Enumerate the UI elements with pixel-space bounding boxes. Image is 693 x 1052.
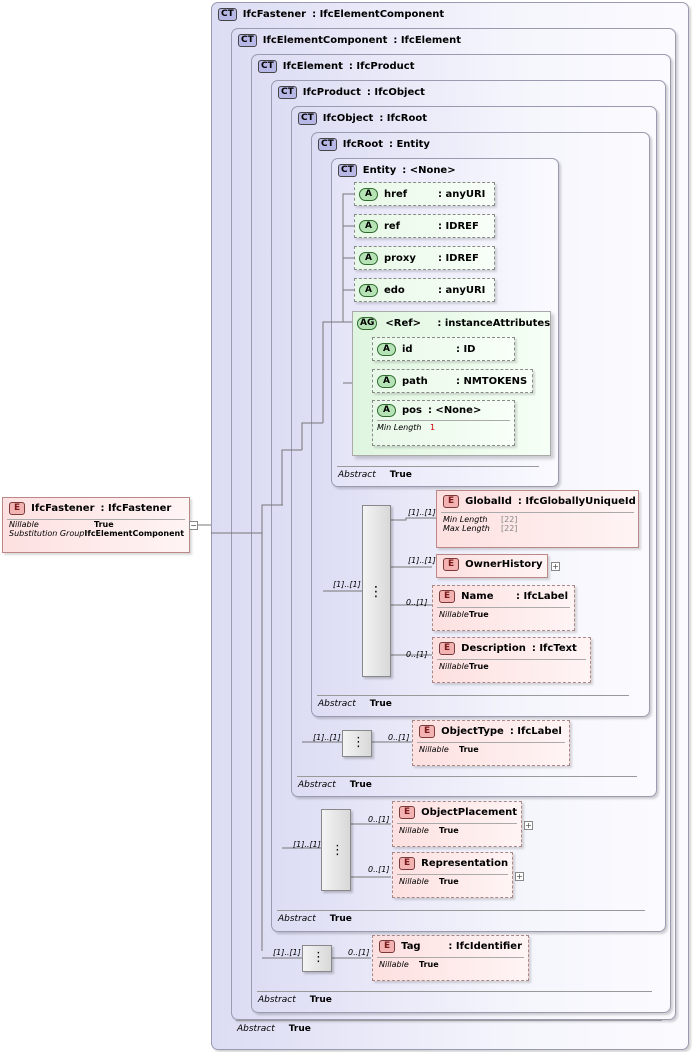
attribute-icon: A: [377, 404, 396, 417]
element-icon: E: [379, 940, 396, 953]
sequence-icon: ⋮: [369, 584, 383, 600]
card-product-seq: [1]..[1]: [293, 840, 321, 849]
card-description: 0..[1]: [406, 650, 428, 659]
expand-icon[interactable]: +: [524, 821, 533, 830]
card-representation: 0..[1]: [368, 865, 390, 874]
sequence-compositor[interactable]: ⋮: [302, 945, 332, 972]
element-name: IfcFastener: [31, 503, 95, 514]
type-base: : IfcProduct: [348, 61, 415, 72]
expand-icon[interactable]: +: [515, 872, 524, 881]
card-placement: 0..[1]: [368, 815, 390, 824]
separator: [317, 695, 629, 696]
sequence-compositor[interactable]: ⋮: [362, 505, 391, 677]
type-name: IfcElementComponent: [262, 35, 388, 46]
card-object-seq: [1]..[1]: [313, 733, 341, 742]
type-name: IfcObject: [322, 113, 374, 124]
separator: [236, 1020, 662, 1021]
card-ownerhistory: [1]..[1]: [408, 556, 436, 565]
element-icon: E: [443, 558, 460, 571]
attribute-icon: A: [359, 283, 378, 297]
type-base: : IfcElement: [393, 35, 461, 46]
complex-type-icon: CT: [218, 8, 237, 21]
element-type: : IfcFastener: [100, 503, 172, 514]
card-root-seq: [1]..[1]: [333, 580, 361, 589]
card-objecttype: 0..[1]: [388, 733, 410, 742]
sequence-icon: ⋮: [312, 950, 325, 965]
type-base: : Entity: [388, 139, 430, 150]
element-icon: E: [419, 725, 436, 738]
element-icon: E: [439, 642, 456, 655]
attribute-icon: A: [359, 187, 378, 201]
type-base: : IfcObject: [366, 87, 425, 98]
card-name: 0..[1]: [406, 598, 428, 607]
element-icon: E: [399, 806, 416, 819]
type-name: Entity: [362, 165, 397, 176]
complex-type-icon: CT: [298, 112, 317, 125]
separator: [277, 910, 645, 911]
attribute-icon: A: [359, 251, 378, 265]
card-element-seq: [1]..[1]: [273, 948, 301, 957]
type-base: : IfcElementComponent: [312, 9, 445, 20]
complex-type-icon: CT: [278, 86, 297, 99]
complex-type-icon: CT: [258, 60, 277, 73]
attribute-icon: A: [377, 374, 396, 388]
type-name: IfcRoot: [342, 139, 383, 150]
type-name: IfcFastener: [242, 9, 307, 20]
sequence-icon: ⋮: [331, 843, 344, 858]
complex-type-icon: CT: [338, 164, 357, 177]
element-icon: E: [439, 590, 456, 603]
separator: [337, 466, 539, 467]
separator: [297, 776, 637, 777]
attribute-icon: A: [377, 342, 396, 356]
type-name: IfcElement: [282, 61, 343, 72]
facet-min-length-value: 1: [430, 423, 436, 432]
card-globalid: [1]..[1]: [408, 508, 436, 517]
complex-type-icon: CT: [238, 34, 257, 47]
collapse-icon[interactable]: −: [189, 521, 198, 530]
attribute-icon: A: [359, 219, 378, 233]
element-icon: E: [399, 857, 416, 870]
sequence-icon: ⋮: [352, 735, 365, 750]
sequence-compositor[interactable]: ⋮: [342, 730, 372, 757]
card-tag: 0..[1]: [348, 948, 370, 957]
expand-icon[interactable]: +: [551, 562, 560, 571]
sequence-compositor[interactable]: ⋮: [321, 809, 351, 891]
type-name: IfcProduct: [302, 87, 361, 98]
element-icon: E: [443, 495, 460, 508]
type-base: : IfcRoot: [379, 113, 428, 124]
separator: [257, 991, 652, 992]
facet-min-length: Min Length: [377, 423, 422, 432]
element-icon: E: [9, 502, 26, 515]
complex-type-icon: CT: [318, 138, 337, 151]
attribute-group-icon: AG: [357, 317, 378, 330]
type-base: : <None>: [402, 165, 456, 176]
